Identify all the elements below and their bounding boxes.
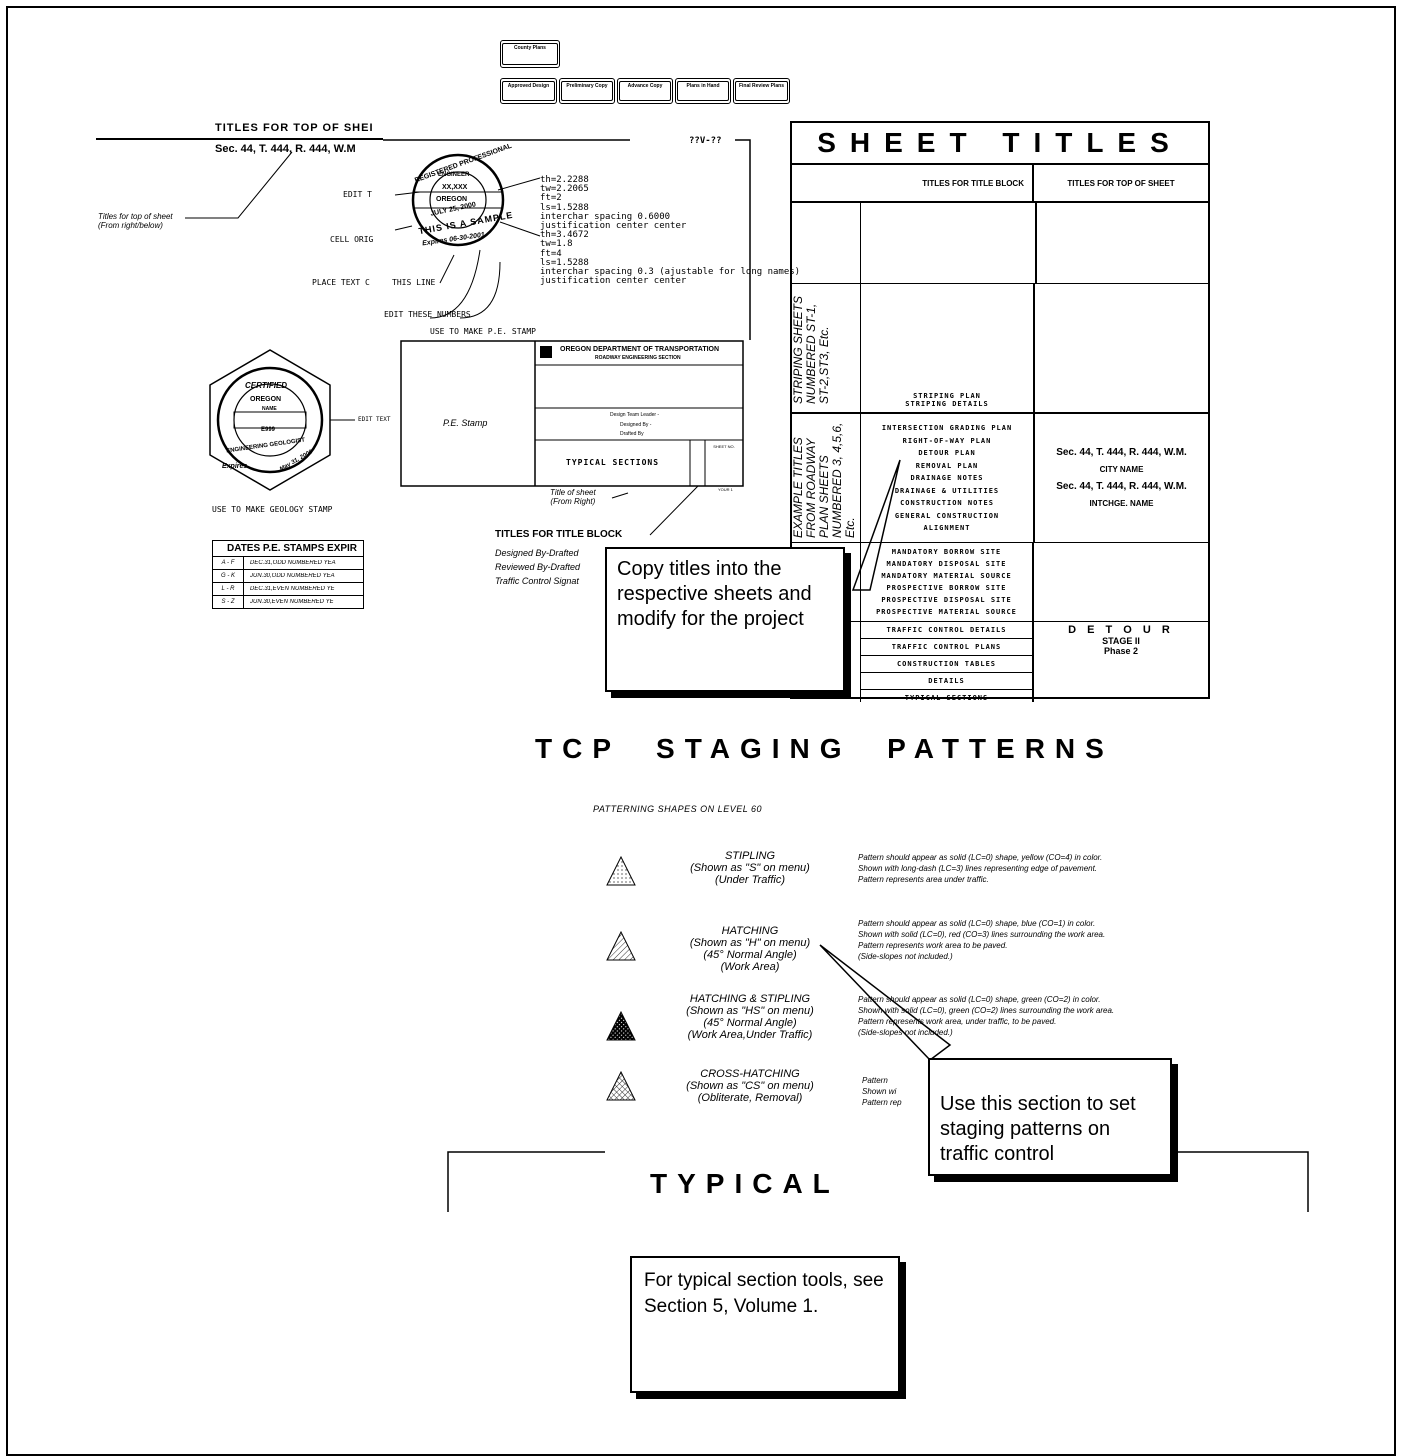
example-item: DRAINAGE & UTILITIES — [894, 486, 1000, 495]
bottom-item: TYPICAL SECTIONS — [904, 694, 989, 702]
geo-use: USE TO MAKE GEOLOGY STAMP — [212, 505, 333, 514]
typical-callout: For typical section tools, see Section 5… — [630, 1256, 900, 1393]
example-item: GENERAL CONSTRUCTION — [894, 511, 1000, 520]
label-edit-numbers: EDIT THESE NUMBERS — [384, 310, 471, 319]
approved-design-button[interactable]: Approved Design — [500, 78, 557, 104]
odot-name: OREGON DEPARTMENT OF TRANSPORTATION — [560, 346, 720, 353]
geology-seal — [209, 349, 331, 491]
odot-section: ROADWAY ENGINEERING SECTION — [595, 355, 681, 361]
preliminary-copy-button[interactable]: Preliminary Copy — [559, 78, 615, 104]
sec-line: Sec. 44, T. 444, R. 444, W.M. — [1056, 481, 1187, 492]
sheet-titles-table: SHEET TITLES TITLES FOR TITLE BLOCK TITL… — [790, 121, 1210, 702]
cross-hatching-swatch — [606, 1070, 636, 1101]
dates-table-header: DATES P.E. STAMPS EXPIR — [227, 543, 358, 554]
stipling-swatch — [606, 855, 636, 886]
odot-logo-icon — [540, 346, 552, 358]
col-title-block: TITLES FOR TITLE BLOCK — [792, 165, 1034, 201]
top-titles-header: TITLES FOR TOP OF SHEI — [215, 122, 374, 134]
label-this-line: THIS LINE — [392, 278, 436, 287]
borrow-item: MANDATORY MATERIAL SOURCE — [881, 572, 1012, 580]
geo-expires: Expires — [222, 463, 248, 470]
advance-copy-button[interactable]: Advance Copy — [617, 78, 673, 104]
sec-line: Sec. 44, T. 444, R. 444, W.M. — [1056, 447, 1187, 458]
staging-callout: Use this section to set staging patterns… — [928, 1058, 1172, 1176]
sheet-titles-heading: SHEET TITLES — [792, 123, 1208, 165]
geo-name: NAME — [262, 406, 277, 412]
county-plans-button[interactable]: County Plans — [500, 40, 560, 68]
borrow-item: PROSPECTIVE MATERIAL SOURCE — [876, 608, 1017, 616]
seal-number-text: XX,XXX — [442, 184, 468, 191]
example-item: RIGHT-OF-WAY PLAN — [902, 436, 992, 445]
pe-stamp-label: P.E. Stamp — [443, 418, 488, 428]
borrow-item: MANDATORY DISPOSAL SITE — [886, 560, 1007, 568]
geo-edit-text: EDIT TEXT — [358, 416, 391, 423]
phase-label: Phase 2 — [1103, 646, 1139, 656]
design-team: Design Team Leader - — [610, 412, 660, 418]
borrow-item: MANDATORY BORROW SITE — [891, 548, 1002, 556]
bottom-item: DETAILS — [861, 673, 1032, 690]
hatching-swatch — [606, 930, 636, 961]
seal-oregon-text: OREGON — [436, 196, 468, 203]
geo-num: E999 — [261, 427, 276, 433]
borrow-item: PROSPECTIVE DISPOSAL SITE — [881, 596, 1012, 604]
tcp-level: PATTERNING SHAPES ON LEVEL 60 — [593, 804, 763, 814]
label-cell-orig: CELL ORIG — [330, 235, 374, 244]
top-titles-sub: Sec. 44, T. 444, R. 444, W.M — [215, 143, 356, 155]
title-block-title: TYPICAL SECTIONS — [566, 458, 660, 467]
intchge-name: INTCHGE. NAME — [1089, 499, 1154, 508]
example-item: DETOUR PLAN — [918, 449, 976, 457]
tcp-heading: TCP STAGING PATTERNS — [535, 733, 1114, 764]
title-box-label: ??V-?? — [686, 136, 725, 146]
label-edit: EDIT T — [343, 190, 372, 199]
example-item: DRAINAGE NOTES — [910, 474, 984, 482]
hatching-stipling-swatch — [606, 1010, 636, 1041]
titles-for-title-block: TITLES FOR TITLE BLOCK — [495, 529, 623, 540]
copy-titles-callout: Copy titles into the respective sheets a… — [605, 547, 845, 692]
typical-heading: TYPICAL — [650, 1168, 840, 1199]
example-item: ALIGNMENT — [923, 524, 971, 532]
top-titles-rule — [96, 138, 383, 140]
detour-title: D E T O U R — [1068, 624, 1174, 636]
example-item: INTERSECTION GRADING PLAN — [881, 424, 1013, 432]
seal-engineer-text: ENGINEER — [438, 172, 470, 178]
pe-seal — [411, 153, 505, 247]
geo-oregon: OREGON — [250, 396, 282, 403]
drafted-by: Drafted By — [620, 431, 644, 437]
traffic-item: TRAFFIC CONTROL DETAILS — [861, 622, 1032, 639]
top-titles-note: Titles for top of sheet (From right/belo… — [98, 212, 173, 230]
city-name: CITY NAME — [1099, 465, 1144, 474]
designed-by: Designed By - — [620, 422, 652, 428]
striping-item: STRIPING DETAILS — [905, 400, 989, 408]
label-place-text: PLACE TEXT C — [312, 278, 370, 287]
plans-in-hand-button[interactable]: Plans in Hand — [675, 78, 731, 104]
example-label: EXAMPLE TITLES FROM ROADWAY PLAN SHEETS … — [792, 422, 857, 538]
borrow-item: PROSPECTIVE BORROW SITE — [886, 584, 1007, 592]
geo-certified: CERTIFIED — [245, 381, 288, 390]
example-item: REMOVAL PLAN — [915, 461, 979, 470]
striping-label: STRIPING SHEETS NUMBERED ST-1, ST-2,ST3,… — [792, 295, 831, 404]
col-top-of-sheet: TITLES FOR TOP OF SHEET — [1067, 178, 1175, 188]
final-review-plans-button[interactable]: Final Review Plans — [733, 78, 790, 104]
label-use-pe: USE TO MAKE P.E. STAMP — [430, 327, 536, 336]
striping-item: STRIPING PLAN — [913, 392, 981, 400]
bottom-item: CONSTRUCTION TABLES — [861, 656, 1032, 673]
page-id: YOUR 1 — [718, 487, 733, 492]
stage-label: STAGE II — [1102, 636, 1140, 646]
traffic-item: TRAFFIC CONTROL PLANS — [861, 639, 1032, 656]
sheet-no: SHEET NO. — [713, 444, 735, 449]
title-note: Title of sheet (From Right) — [550, 488, 596, 506]
example-item: CONSTRUCTION NOTES — [900, 499, 994, 507]
